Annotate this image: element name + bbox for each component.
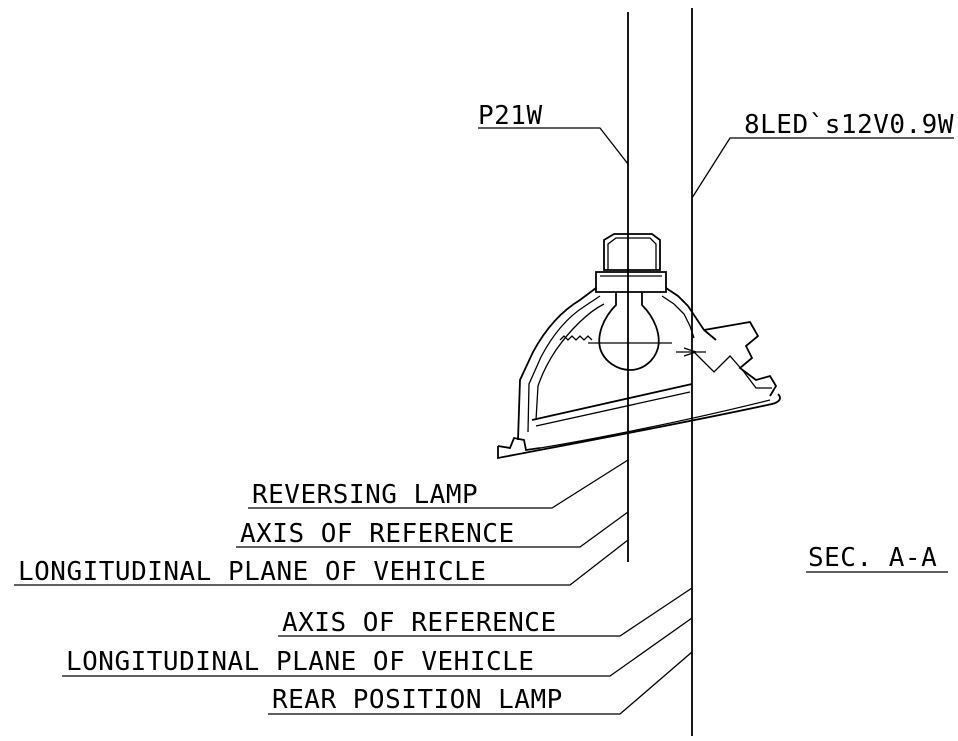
- left-longitudinal-plane-label: LONGITUDINAL PLANE OF VEHICLE: [18, 557, 486, 587]
- lamp-section: [497, 233, 781, 460]
- right-axis-of-reference-leader: [278, 587, 693, 637]
- reflector-outer-left: [517, 287, 597, 441]
- led-label: 8LED`s12V0.9W: [744, 110, 954, 140]
- bulb-glass: [598, 292, 660, 371]
- left-axis-of-reference-label: AXIS OF REFERENCE: [240, 519, 515, 549]
- left-reversing-lamp-leader: [248, 459, 629, 509]
- reflector-facets: [559, 335, 593, 341]
- left-reversing-lamp-label: REVERSING LAMP: [252, 480, 478, 510]
- lens-flange-left: [497, 436, 541, 452]
- inner-plate-bottom: [535, 391, 691, 427]
- reflector-outer-right: [665, 287, 717, 341]
- right-rear-position-lamp-label: REAR POSITION LAMP: [272, 685, 563, 715]
- bulb-leader-line: [478, 127, 629, 165]
- reflector-inner-right: [661, 295, 695, 339]
- outer-lens-bottom: [497, 393, 781, 460]
- left-axis-of-reference-leader: [236, 511, 629, 548]
- reflector-inner-left: [527, 295, 601, 433]
- bulb-label: P21W: [478, 101, 543, 131]
- rear-lamp-inner: [693, 351, 772, 389]
- reflector-surface-left: [535, 303, 605, 421]
- led-arrow: [683, 347, 699, 357]
- right-longitudinal-plane-leader: [62, 617, 693, 677]
- inner-plate-top: [531, 383, 693, 421]
- right-axis-of-reference-label: AXIS OF REFERENCE: [282, 608, 557, 638]
- socket-cap-inner: [607, 237, 657, 270]
- left-longitudinal-plane-leader: [14, 539, 629, 586]
- rear-lamp-housing: [703, 321, 778, 397]
- right-rear-position-lamp-leader: [268, 651, 693, 715]
- outer-lens-top: [539, 399, 771, 449]
- socket-base: [595, 271, 667, 293]
- led-leader-line: [691, 137, 954, 199]
- socket-cap: [603, 233, 661, 271]
- section-title: SEC. A-A: [808, 543, 937, 573]
- right-longitudinal-plane-label: LONGITUDINAL PLANE OF VEHICLE: [66, 647, 534, 677]
